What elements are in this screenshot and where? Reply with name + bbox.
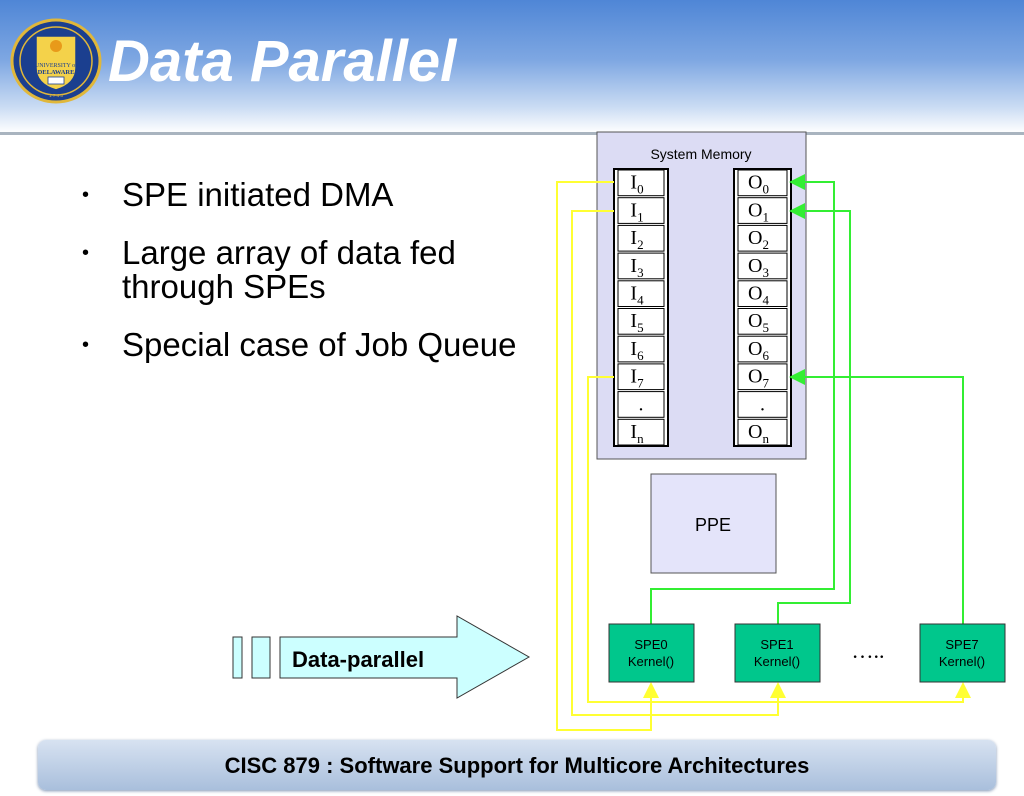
output-cell [737,169,788,197]
spe0-box: SPE0 Kernel() [608,623,695,683]
data-parallel-arrow: Data-parallel [232,615,531,699]
bullet-text: Large array of data fed through SPEs [122,234,456,305]
bullet-text: Special case of Job Queue [122,326,517,363]
output-wire-spe1-o1 [777,203,851,624]
spe0-kernel: Kernel() [628,654,674,669]
output-cell-label: On [748,421,769,446]
output-cell [737,418,788,446]
input-cell-label: I7 [630,366,644,391]
output-cell [737,280,788,307]
input-cell-label: I3 [630,255,643,280]
output-wire-spe0-o0 [650,174,835,624]
arrow-label: Data-parallel [292,647,424,672]
arrow-tail-bar-1 [232,636,243,679]
input-cell [617,252,665,280]
input-cell [617,418,665,446]
input-cell-label: I0 [630,172,643,197]
input-cell [617,169,665,197]
input-cell [617,280,665,307]
spe7-name: SPE7 [945,637,978,652]
output-cell [737,363,788,391]
bullet-text: SPE initiated DMA [122,176,394,213]
input-cell-label: In [630,421,644,446]
bullet-dot: • [82,334,90,356]
output-cell [737,252,788,280]
output-cell [737,391,788,418]
footer-bar: CISC 879 : Software Support for Multicor… [38,740,996,790]
input-cell [617,308,665,335]
input-cell [617,335,665,363]
system-memory-label: System Memory [650,146,751,162]
output-cell-label: O5 [748,310,769,335]
output-cell [737,308,788,335]
output-cell-label: O3 [748,255,769,280]
bullet-dot: • [82,242,90,264]
logo-text-line2: DELAWARE [38,69,75,76]
logo-text-line1: UNIVERSITY of [35,62,77,69]
output-cell-label: O0 [748,172,769,197]
spe7-kernel: Kernel() [939,654,985,669]
bullet-item: • SPE initiated DMA [80,178,540,212]
spe0-name: SPE0 [634,637,667,652]
output-cell-label: O1 [748,199,769,224]
input-cell [617,224,665,252]
slide-title: Data Parallel [108,29,457,94]
bullet-list: • SPE initiated DMA • Large array of data … [80,178,540,386]
input-cell [617,197,665,224]
output-cell-label: O6 [748,338,769,363]
bullet-item: • Special case of Job Queue [80,328,540,362]
header-divider [0,132,1024,135]
footer-text: CISC 879 : Software Support for Multicor… [224,753,810,778]
output-cell [737,197,788,224]
spe1-name: SPE1 [760,637,793,652]
input-cell-label: I1 [630,199,643,224]
spe1-kernel: Kernel() [754,654,800,669]
logo-year: 1 7 4 3 [49,93,63,98]
ppe-box [650,473,777,574]
output-cell-label: O7 [748,366,769,391]
input-cell [617,391,665,418]
output-wire-spe7-o7 [789,369,964,624]
bullet-dot: • [82,184,90,206]
input-wire-i1-spe1 [571,210,786,716]
ppe-label: PPE [695,515,731,535]
input-cell-label: I2 [630,227,643,252]
output-cell-label: . [760,393,765,415]
bullet-item: • Large array of data fed through SPEs [80,236,540,304]
output-cell [737,335,788,363]
input-cell-label: I6 [630,338,644,363]
spe7-box: SPE7 Kernel() [919,623,1006,683]
spe1-box: SPE1 Kernel() [734,623,821,683]
slide-header [0,0,1024,133]
output-cell-label: O2 [748,227,769,252]
arrow-tail-bar-2 [251,636,271,679]
input-wire-i7-spe7 [587,376,971,703]
input-cell-label: I5 [630,310,643,335]
input-cell [617,363,665,391]
university-seal-logo: UNIVERSITY of DELAWARE 1 7 4 3 [10,18,102,104]
input-cell-label: . [639,393,644,415]
output-cell-label: O4 [748,283,769,308]
spe-ellipsis: ….. [852,638,885,663]
output-cell [737,224,788,252]
input-cell-label: I4 [630,283,644,308]
arrow-body [279,615,531,699]
